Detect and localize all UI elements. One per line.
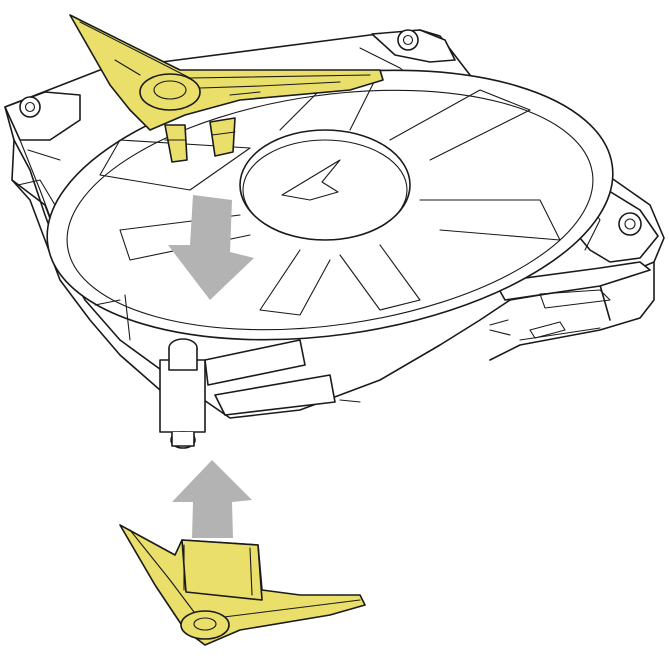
top-corner-pad [69,14,384,163]
fan-rotor [46,69,614,341]
arrow-up-icon [172,460,252,538]
frame-rib-left [204,339,306,386]
frame-rib-lower [214,374,336,416]
sharp-triangle-logo-icon [281,159,341,201]
bottom-corner-pad [119,524,366,646]
arrow-down-icon [168,195,254,300]
mounting-post [159,338,206,449]
